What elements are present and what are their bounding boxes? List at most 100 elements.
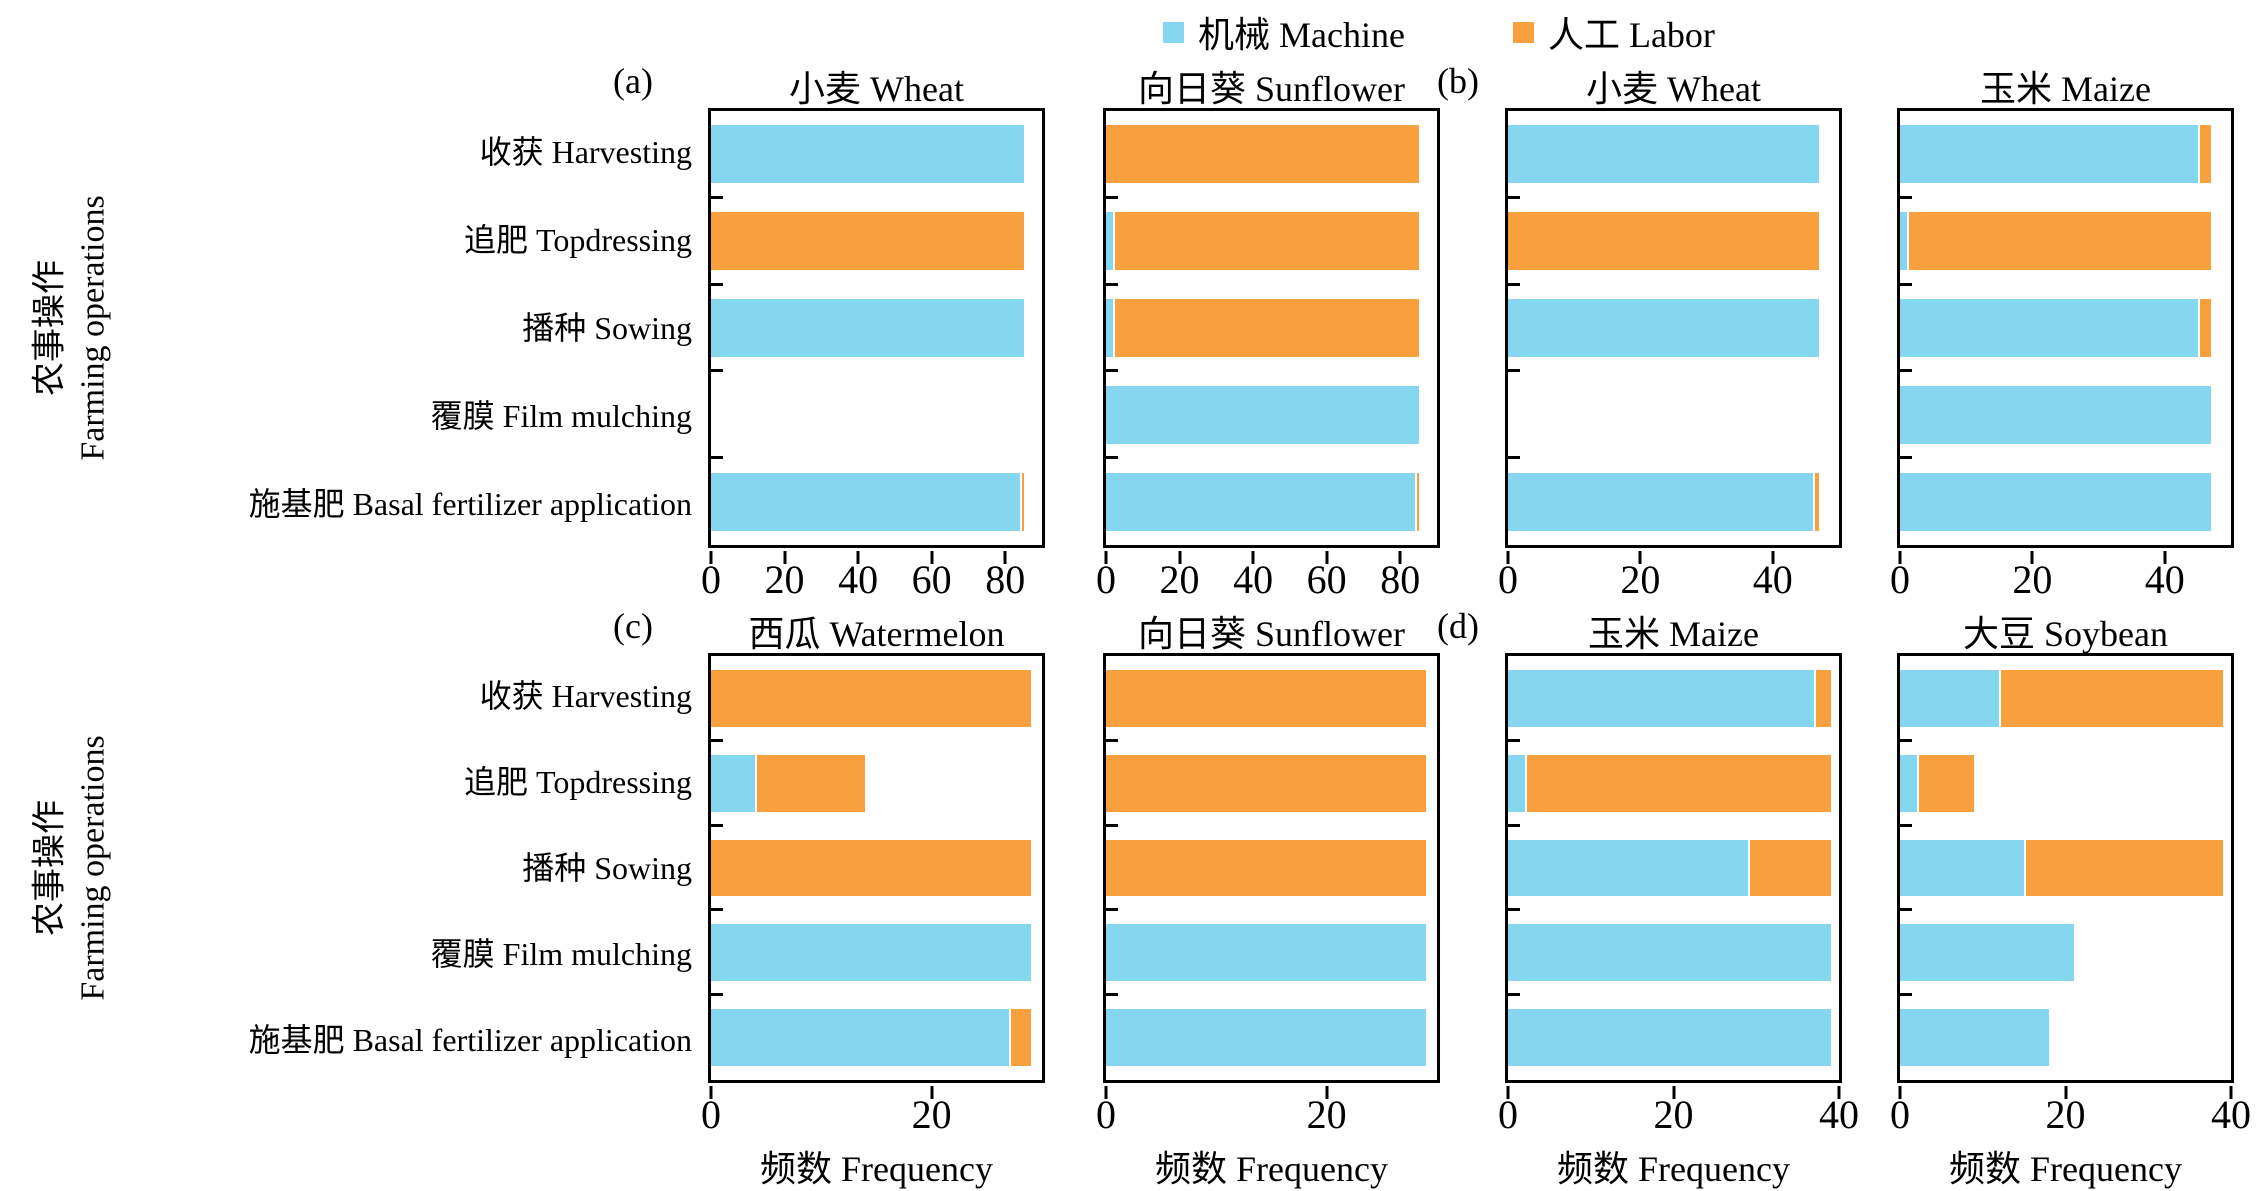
subplot-title: 向日葵 Sunflower (1138, 614, 1405, 654)
category-label: 播种 Sowing (522, 310, 692, 346)
bar-labor (711, 669, 1031, 727)
bar-labor (1814, 669, 1831, 727)
bar-labor (755, 754, 866, 812)
y-tick (711, 282, 723, 286)
bar-machine (1508, 1009, 1831, 1066)
x-tick (2064, 1086, 2067, 1099)
y-tick (711, 823, 723, 827)
bar-labor (1019, 472, 1024, 531)
y-tick (1106, 456, 1118, 460)
y-tick (1106, 993, 1118, 997)
bar-machine (711, 125, 1024, 184)
bar-machine (1900, 212, 1907, 271)
y-tick (1106, 738, 1118, 742)
bar-machine (1900, 1009, 2049, 1066)
legend-item-labor: 人工 Labor (1512, 6, 1715, 58)
bar-track (711, 1009, 1042, 1066)
category-label: 收获 Harvesting (479, 678, 692, 714)
x-tick (2030, 551, 2034, 564)
bar-labor (1999, 669, 2223, 727)
x-axis-label: 频数 Frequency (760, 1149, 993, 1189)
bar-machine (1900, 385, 2212, 444)
x-tick-label: 0 (1498, 557, 1518, 602)
y-tick (1106, 195, 1118, 199)
x-tick (930, 1086, 934, 1099)
legend-label-labor: 人工 Labor (1547, 15, 1715, 55)
bar-machine (1900, 125, 2198, 184)
y-tick (1900, 456, 1912, 460)
y-tick (711, 456, 723, 460)
panel-label: (b) (1437, 61, 1479, 101)
bar-track (1106, 669, 1437, 727)
bar-track (1900, 125, 2231, 184)
x-tick-label: 80 (1380, 557, 1421, 602)
x-tick-label: 60 (1306, 557, 1347, 602)
y-tick (1900, 823, 1912, 827)
x-tick (1898, 551, 1902, 564)
y-axis-title-zh: 农事操作 (31, 260, 69, 396)
bar-track (1900, 385, 2231, 444)
machine-swatch-icon (1163, 21, 1184, 43)
bar-machine (1106, 1009, 1426, 1066)
x-tick-label: 40 (838, 557, 879, 602)
x-tick (856, 551, 860, 564)
x-tick (709, 551, 713, 564)
category-label: 覆膜 Film mulching (430, 936, 692, 972)
bar-labor (1113, 298, 1419, 358)
bar-machine (711, 1009, 1009, 1066)
x-tick-label: 20 (1653, 1092, 1694, 1137)
bar-machine (1900, 754, 1917, 812)
category-label: 追肥 Topdressing (464, 222, 692, 258)
x-tick-label: 40 (1752, 557, 1793, 602)
x-tick-label: 0 (1096, 557, 1116, 602)
category-label: 施基肥 Basal fertilizer application (248, 1022, 692, 1058)
x-axis-label: 频数 Frequency (1949, 1149, 2182, 1189)
bar-track (711, 212, 1042, 271)
bar-machine (711, 754, 756, 812)
category-label: 施基肥 Basal fertilizer application (248, 486, 692, 522)
x-tick (1506, 551, 1510, 564)
bar-track (1508, 298, 1839, 358)
y-tick (1106, 908, 1118, 912)
bar-track (1900, 924, 2231, 982)
x-tick-label: 20 (2045, 1092, 2086, 1137)
x-tick-label: 20 (1620, 557, 1661, 602)
x-tick-label: 0 (1890, 557, 1910, 602)
y-tick (1900, 282, 1912, 286)
y-tick (711, 993, 723, 997)
bar-track (1106, 385, 1437, 444)
y-tick (1900, 993, 1912, 997)
bar-track (711, 924, 1042, 982)
x-tick (1672, 1086, 1675, 1099)
x-tick (1638, 551, 1642, 564)
panel-label: (d) (1437, 606, 1479, 646)
bar-track (1900, 754, 2231, 812)
bar-machine (1900, 839, 2025, 897)
y-tick (1106, 282, 1118, 286)
bar-machine (1900, 669, 2000, 727)
y-tick (1508, 456, 1520, 460)
x-tick (1251, 551, 1255, 564)
bar-track (711, 125, 1042, 184)
y-tick (1900, 908, 1912, 912)
subplot-title: 向日葵 Sunflower (1138, 69, 1405, 109)
subplot-title: 玉米 Maize (1980, 69, 2151, 109)
bar-machine (711, 472, 1020, 531)
x-tick-label: 20 (1159, 557, 1200, 602)
x-tick (1898, 1086, 1902, 1099)
bar-track (1900, 1009, 2231, 1066)
bar-track (711, 839, 1042, 897)
x-tick (2229, 1086, 2233, 1099)
bar-machine (1900, 472, 2212, 531)
category-label: 追肥 Topdressing (464, 764, 692, 800)
x-tick (1398, 551, 1402, 564)
bar-track (1508, 386, 1839, 444)
y-axis-title-en: Farming operations (74, 195, 111, 461)
bar-labor (711, 212, 1024, 271)
y-tick (1900, 195, 1912, 199)
y-axis-title-en: Farming operations (74, 735, 111, 1001)
x-tick (1325, 1086, 1329, 1099)
y-tick (1508, 369, 1520, 373)
